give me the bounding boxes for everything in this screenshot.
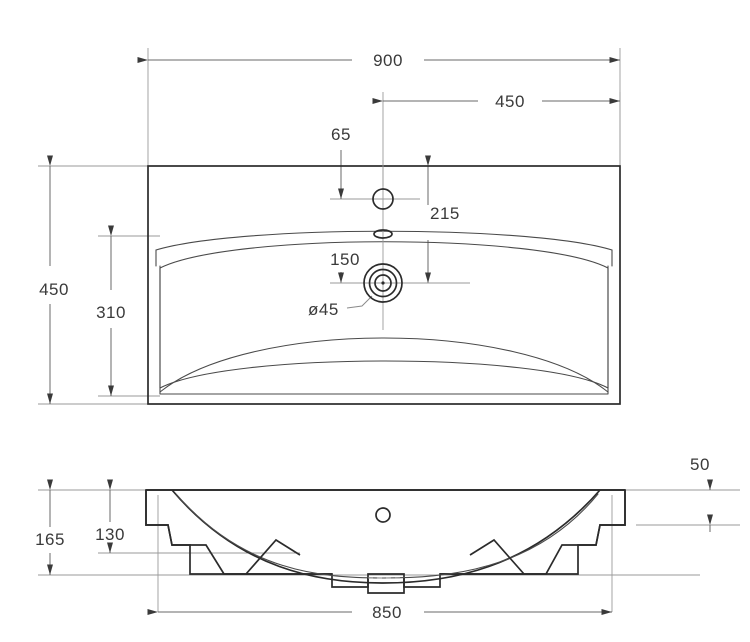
drain-mid-ring (368, 268, 398, 298)
dimension-total-height: 165 (35, 479, 65, 575)
drain-center-point (381, 281, 385, 285)
top-view: 900 450 65 215 150 ø45 (38, 48, 621, 405)
front-faucet-hole (375, 507, 391, 523)
front-left-rib (245, 538, 301, 575)
dimension-rim-thickness: 50 (690, 455, 713, 532)
dimension-base-width: 850 (147, 603, 612, 622)
dimension-bowl-height: 130 (95, 479, 125, 553)
dim-label-900: 900 (373, 51, 403, 70)
dimension-faucet-from-back: 65 (331, 125, 351, 199)
front-view: 50 165 130 850 (35, 455, 740, 622)
dim-label-215: 215 (430, 204, 460, 223)
dim-label-d45: ø45 (308, 300, 339, 319)
front-bowl-inner-curve (171, 489, 601, 584)
dim-label-150: 150 (330, 250, 360, 269)
dim-label-165: 165 (35, 530, 65, 549)
drain-inner-ring (374, 274, 392, 292)
bowl-side-walls (159, 265, 609, 395)
dimension-drain-from-back: 215 (425, 155, 460, 283)
dimension-drain-diameter: ø45 (308, 295, 373, 319)
bowl-back-rim-curve (155, 230, 613, 251)
dim-label-50: 50 (690, 455, 710, 474)
overflow-slot (373, 229, 393, 239)
dim-label-65: 65 (331, 125, 351, 144)
front-right-support-profile (440, 490, 626, 575)
bowl-front-curve (159, 337, 609, 393)
faucet-hole (372, 188, 394, 210)
dim-label-450-horizontal: 450 (495, 92, 525, 111)
dimension-overall-depth: 450 (39, 155, 69, 404)
dimension-overall-width: 900 (137, 51, 620, 70)
front-right-rib (469, 538, 525, 575)
basin-outer-outline (147, 165, 621, 405)
dimension-bowl-depth: 310 (96, 225, 126, 396)
dim-label-850: 850 (372, 603, 402, 622)
drain-outer-ring (363, 263, 403, 303)
dimension-drain-offset-left: 150 (330, 250, 360, 283)
front-left-support-profile (145, 490, 332, 575)
front-bowl-inner-curve-offset (175, 493, 599, 579)
front-drain-stub (367, 578, 405, 594)
dim-label-130: 130 (95, 525, 125, 544)
dim-label-310: 310 (96, 303, 126, 322)
dim-label-450-vertical: 450 (39, 280, 69, 299)
dimension-faucet-offset-right: 450 (372, 92, 620, 111)
